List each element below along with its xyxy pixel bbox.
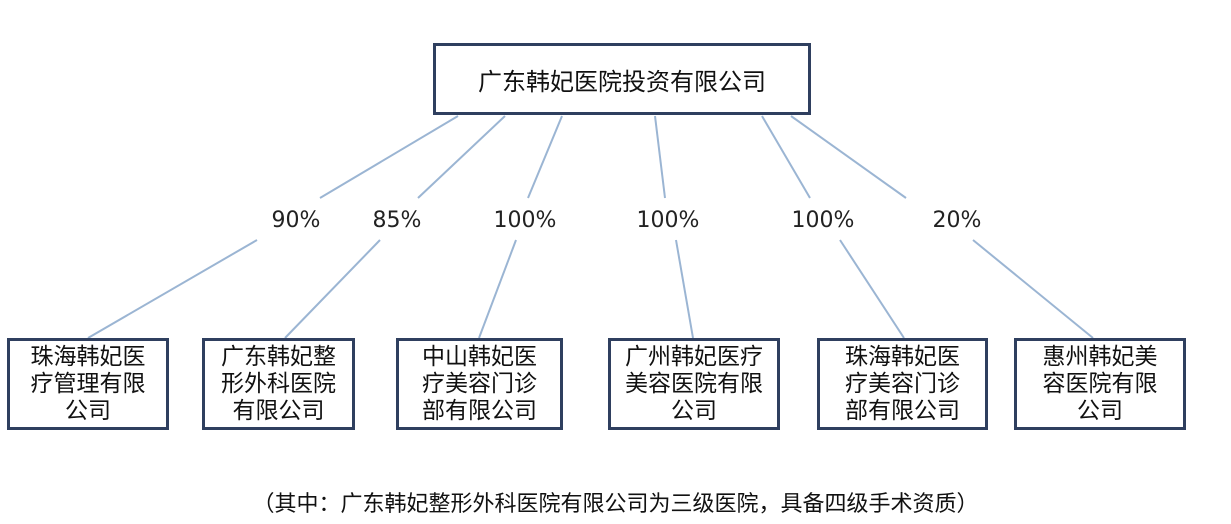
child-node-guangzhou-hospital: 广州韩妃医疗美容医院有限公司 bbox=[608, 338, 780, 430]
connector-line-0-upper bbox=[319, 115, 459, 199]
footnote-caption: （其中：广东韩妃整形外科医院有限公司为三级医院，具备四级手术资质） bbox=[252, 492, 979, 517]
child-node-zhuhai-clinic: 珠海韩妃医疗美容门诊部有限公司 bbox=[817, 338, 988, 430]
connector-line-0-lower bbox=[87, 239, 258, 339]
ownership-percent: 90% bbox=[271, 208, 321, 233]
ownership-percent: 85% bbox=[372, 208, 422, 233]
ownership-percent: 100% bbox=[636, 208, 700, 233]
connector-line-4-upper bbox=[761, 115, 811, 199]
connector-line-2-upper bbox=[527, 115, 563, 199]
connector-line-1-lower bbox=[284, 239, 381, 339]
child-node-label: 珠海韩妃医疗管理有限公司 bbox=[30, 343, 146, 424]
child-node-label: 广东韩妃整形外科医院有限公司 bbox=[221, 343, 336, 424]
root-node: 广东韩妃医院投资有限公司 bbox=[433, 43, 811, 115]
connector-line-2-lower bbox=[478, 239, 517, 339]
ownership-percent: 100% bbox=[791, 208, 855, 233]
child-node-label: 广州韩妃医疗美容医院有限公司 bbox=[625, 343, 763, 424]
child-node-label: 中山韩妃医疗美容门诊部有限公司 bbox=[422, 343, 537, 424]
connector-line-3-upper bbox=[654, 115, 666, 199]
child-node-label: 惠州韩妃美容医院有限公司 bbox=[1042, 343, 1158, 424]
child-node-zhuhai-medical: 珠海韩妃医疗管理有限公司 bbox=[7, 338, 169, 430]
child-node-label: 珠海韩妃医疗美容门诊部有限公司 bbox=[845, 343, 960, 424]
root-node-label: 广东韩妃医院投资有限公司 bbox=[478, 67, 766, 96]
child-node-zhongshan-clinic: 中山韩妃医疗美容门诊部有限公司 bbox=[396, 338, 563, 430]
connector-line-1-upper bbox=[417, 115, 506, 199]
ownership-percent: 100% bbox=[493, 208, 557, 233]
connector-line-5-lower bbox=[972, 239, 1094, 339]
child-node-guangdong-plastic: 广东韩妃整形外科医院有限公司 bbox=[202, 338, 355, 430]
child-node-huizhou-hospital: 惠州韩妃美容医院有限公司 bbox=[1014, 338, 1186, 430]
connector-line-4-lower bbox=[839, 239, 905, 339]
connector-line-5-upper bbox=[790, 115, 907, 199]
ownership-percent: 20% bbox=[932, 208, 982, 233]
connector-line-3-lower bbox=[675, 239, 694, 339]
